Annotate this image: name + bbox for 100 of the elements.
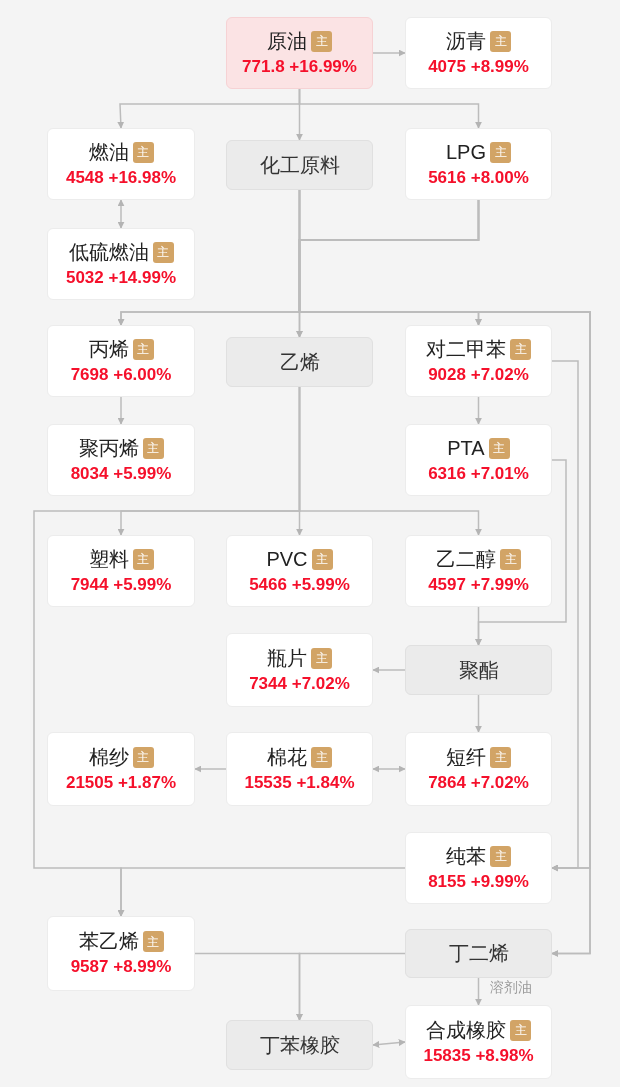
category-name: 乙烯 <box>279 349 320 375</box>
arrow <box>194 765 227 773</box>
price-change: 7864 +7.02% <box>428 771 529 794</box>
arrow <box>117 867 406 917</box>
arrow <box>475 396 482 425</box>
product-name: 低硫燃油 <box>68 239 149 265</box>
product-name: 短纤 <box>446 744 486 770</box>
main-badge: 主 <box>490 30 511 52</box>
product-name: PVC <box>266 546 308 572</box>
main-badge: 主 <box>152 241 174 263</box>
main-badge: 主 <box>311 647 332 669</box>
price-change: 21505 +1.87% <box>65 771 177 794</box>
product-name: 合成橡胶 <box>426 1017 506 1043</box>
main-badge: 主 <box>311 746 332 768</box>
main-badge: 主 <box>510 1019 531 1041</box>
category-name: 丁苯橡胶 <box>259 1032 340 1058</box>
product-name: 沥青 <box>446 28 486 54</box>
arrow <box>551 360 579 872</box>
product-card <box>405 832 552 904</box>
category-box <box>226 337 373 387</box>
product-card <box>47 916 195 991</box>
product-name: 原油 <box>267 28 307 54</box>
product-card <box>226 17 373 89</box>
product-name: 聚丙烯 <box>78 435 139 461</box>
product-card <box>405 128 552 200</box>
category-box <box>226 1020 373 1070</box>
arrow <box>372 49 406 57</box>
price-change: 4597 +7.99% <box>428 573 529 596</box>
category-box <box>405 645 552 695</box>
product-card <box>47 424 195 496</box>
product-card <box>405 325 552 397</box>
arrow <box>296 952 406 1021</box>
main-badge: 主 <box>142 437 164 459</box>
product-card <box>47 228 195 300</box>
main-badge: 主 <box>490 141 511 163</box>
product-card <box>47 535 195 607</box>
arrow <box>475 977 482 1006</box>
product-card <box>226 535 373 607</box>
category-name: 丁二烯 <box>448 941 509 966</box>
arrow <box>372 765 406 773</box>
product-name: 燃油 <box>88 139 129 165</box>
category-name: 聚酯 <box>458 657 499 683</box>
price-change: 15535 +1.84% <box>244 771 355 794</box>
price-change: 4548 +16.98% <box>65 166 177 189</box>
price-change: 8155 +9.99% <box>428 870 529 893</box>
price-change: 7944 +5.99% <box>70 573 172 596</box>
price-change: 5466 +5.99% <box>249 573 350 596</box>
main-badge: 主 <box>132 338 154 360</box>
product-card <box>47 128 195 200</box>
product-name: LPG <box>446 139 486 165</box>
product-card <box>405 1005 552 1079</box>
main-badge: 主 <box>311 548 333 570</box>
product-card <box>405 424 552 496</box>
product-card <box>226 732 373 806</box>
price-change: 8034 +5.99% <box>70 462 172 485</box>
product-name: 纯苯 <box>446 843 486 869</box>
arrow <box>298 88 482 129</box>
price-change: 6316 +7.01% <box>428 462 529 485</box>
product-card <box>405 732 552 806</box>
main-badge: 主 <box>311 30 332 52</box>
price-change: 5616 +8.00% <box>428 166 529 189</box>
price-change: 5032 +14.99% <box>65 266 177 289</box>
product-name: 丙烯 <box>88 336 129 362</box>
product-card <box>47 325 195 397</box>
arrow <box>117 396 125 425</box>
product-name: 瓶片 <box>267 645 307 671</box>
product-card <box>226 633 373 707</box>
category-box <box>226 140 373 190</box>
main-badge: 主 <box>510 338 531 360</box>
arrow <box>372 1039 406 1048</box>
product-card <box>405 17 552 89</box>
product-name: 乙二醇 <box>436 546 496 572</box>
product-name: PTA <box>447 435 485 461</box>
main-badge: 主 <box>132 141 154 163</box>
arrow <box>117 199 125 229</box>
arrow <box>475 606 482 646</box>
product-name: 对二甲苯 <box>426 336 506 362</box>
main-badge: 主 <box>132 548 154 570</box>
main-badge: 主 <box>490 746 511 768</box>
main-badge: 主 <box>132 746 154 768</box>
product-name: 塑料 <box>88 546 129 572</box>
price-change: 9587 +8.99% <box>70 956 172 978</box>
price-change: 4075 +8.99% <box>428 55 529 78</box>
arrow <box>372 666 406 674</box>
main-badge: 主 <box>500 548 521 570</box>
arrow <box>475 694 482 733</box>
category-box <box>405 929 552 978</box>
edge-label: 溶剂油 <box>488 980 534 994</box>
product-name: 棉花 <box>267 744 307 770</box>
main-badge: 主 <box>488 437 510 459</box>
main-badge: 主 <box>142 931 164 953</box>
price-change: 9028 +7.02% <box>428 363 529 386</box>
category-name: 化工原料 <box>259 152 340 178</box>
product-name: 苯乙烯 <box>78 929 139 955</box>
price-change: 7344 +7.02% <box>249 672 350 695</box>
main-badge: 主 <box>490 845 511 867</box>
product-card <box>405 535 552 607</box>
product-name: 棉纱 <box>88 744 129 770</box>
product-card <box>47 732 195 806</box>
price-change: 15835 +8.98% <box>423 1044 534 1067</box>
